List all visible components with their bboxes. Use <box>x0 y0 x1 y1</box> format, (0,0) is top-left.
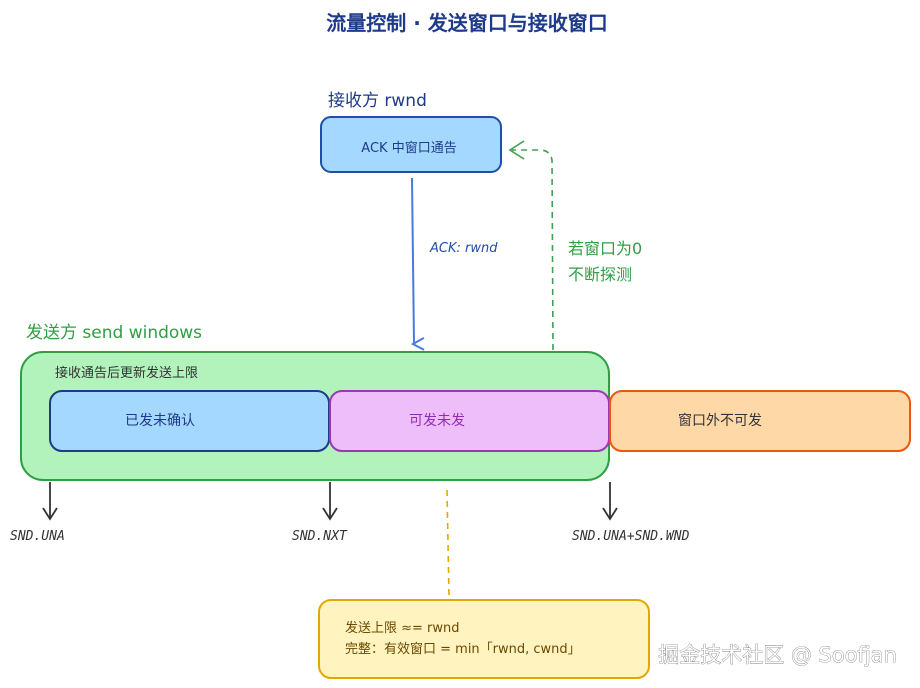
segment-sent-unacked-label: 已发未确认 <box>125 413 195 429</box>
segment-outside-window <box>609 390 911 452</box>
diagram-title: 流量控制 · 发送窗口与接收窗口 <box>326 11 608 35</box>
sender-heading: 发送方 send windows <box>26 323 202 343</box>
pointer-snd-nxt <box>322 482 338 521</box>
ack-arrow <box>412 177 414 344</box>
segment-outside-window-label: 窗口外不可发 <box>678 412 762 429</box>
probe-arrow-head <box>508 140 525 160</box>
pointer-snd-nxt-label: SND.NXT <box>292 529 348 544</box>
segment-can-send <box>329 390 610 452</box>
receiver-box <box>320 116 502 173</box>
pointer-snd-una <box>42 482 58 521</box>
probe-label-line1: 若窗口为0 <box>568 239 642 258</box>
note-connector <box>446 489 450 597</box>
ack-arrow-label: ACK: rwnd <box>429 241 498 256</box>
pointer-snd-una-wnd-label: SND.UNA+SND.WND <box>572 529 690 544</box>
sender-container-note: 接收通告后更新发送上限 <box>55 365 198 381</box>
segment-can-send-label: 可发未发 <box>409 413 465 429</box>
pointer-snd-una-label: SND.UNA <box>10 529 65 544</box>
probe-label-line2: 不断探测 <box>568 265 632 284</box>
note-box <box>318 599 650 679</box>
receiver-box-label: ACK 中窗口通告 <box>361 140 456 156</box>
watermark: 掘金技术社区 @ Soofjan <box>658 643 897 667</box>
pointer-snd-una-wnd <box>602 482 618 521</box>
probe-arrow <box>512 149 554 351</box>
note-line2: 完整：有效窗口 = min「rwnd, cwnd」 <box>345 641 581 657</box>
note-line1: 发送上限 ≈= rwnd <box>345 620 460 636</box>
receiver-heading: 接收方 rwnd <box>328 91 427 111</box>
